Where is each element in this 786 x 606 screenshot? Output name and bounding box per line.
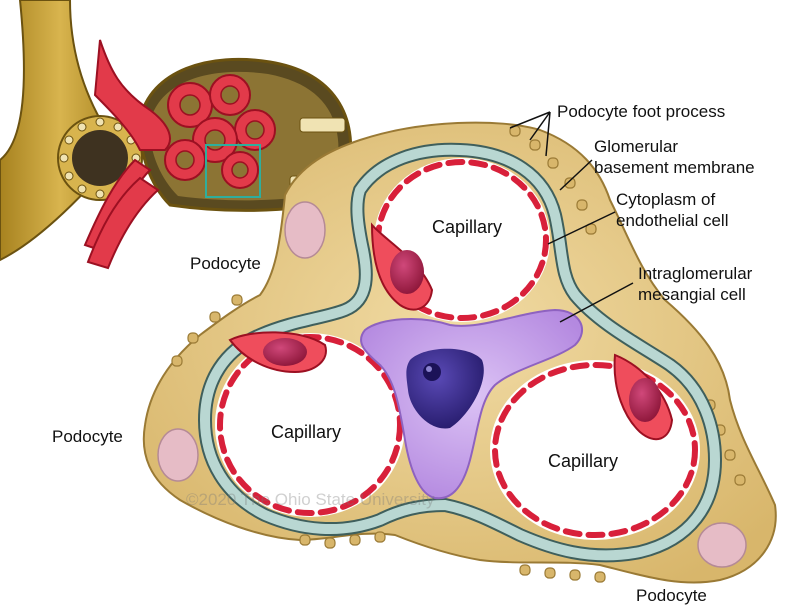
label-capillary-top: Capillary: [432, 217, 502, 237]
podocyte-nucleus-top: [285, 202, 325, 258]
label-podocyte-bottom: Podocyte: [636, 586, 707, 606]
label-gbm-line2: basement membrane: [594, 158, 755, 178]
endothelial-nucleus: [263, 338, 307, 366]
nucleolus: [423, 363, 441, 381]
endothelial-nucleus: [390, 250, 424, 294]
capillary-right-lumen: [490, 360, 700, 540]
label-cytoplasm-line2: endothelial cell: [616, 211, 728, 231]
label-podocyte-foot-process: Podocyte foot process: [557, 102, 725, 122]
label-capillary-left: Capillary: [271, 422, 341, 442]
label-capillary-right: Capillary: [548, 451, 618, 471]
copyright-watermark: ©2020 The Ohio State University: [186, 490, 434, 510]
label-mesangial-line2: mesangial cell: [638, 285, 746, 305]
label-gbm-line1: Glomerular: [594, 137, 678, 157]
endothelial-nucleus: [629, 378, 661, 422]
podocyte-nucleus-bottom: [698, 523, 746, 567]
label-mesangial-line1: Intraglomerular: [638, 264, 752, 284]
label-podocyte-top: Podocyte: [190, 254, 261, 274]
label-cytoplasm-line1: Cytoplasm of: [616, 190, 715, 210]
label-podocyte-left: Podocyte: [52, 427, 123, 447]
podocyte-nucleus-left: [158, 429, 198, 481]
